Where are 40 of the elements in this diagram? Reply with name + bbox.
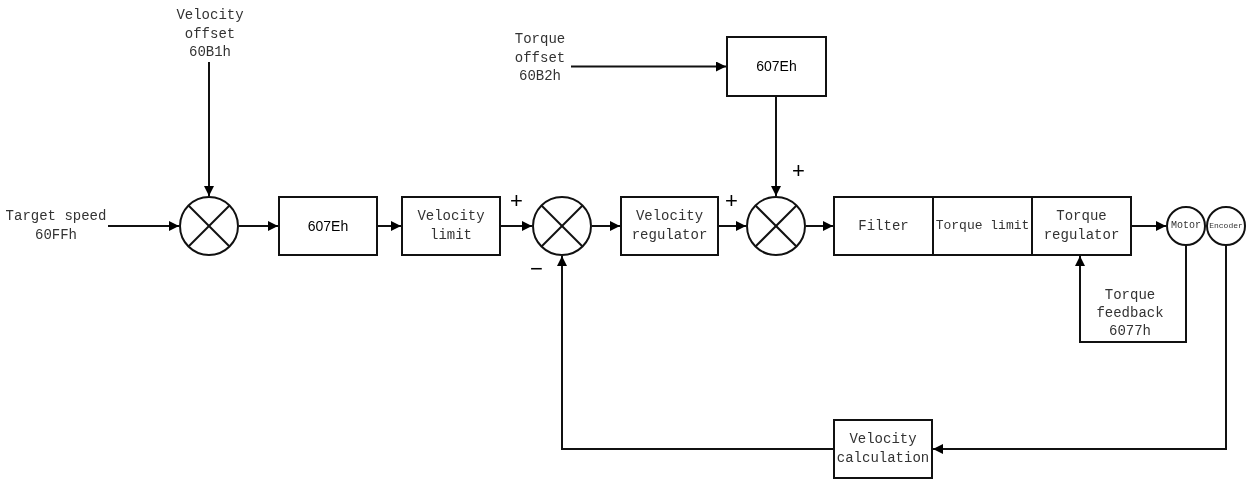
block-box (726, 36, 827, 97)
block-box (833, 419, 933, 479)
block-box (620, 196, 719, 256)
block-label: Encoder (1209, 220, 1243, 232)
arrow (932, 245, 1227, 454)
block-box (1031, 196, 1132, 256)
block-box (932, 196, 1033, 256)
block-label: Velocity limit (416, 207, 486, 245)
block-label: Motor (1171, 219, 1201, 233)
arrow (557, 255, 834, 450)
edge-label: Torque feedback 6077h (1095, 286, 1165, 341)
signal-label: Torque offset 60B2h (513, 29, 567, 87)
block-label: Torque limit (935, 217, 1030, 235)
block-label: 607Eh (307, 216, 349, 236)
block-label: 607Eh (756, 57, 797, 76)
arrow (570, 61, 727, 72)
arrow (805, 221, 834, 231)
arrow (107, 221, 180, 231)
arrow (238, 221, 279, 231)
sign-label: + (725, 190, 738, 212)
sign-label: − (530, 258, 543, 280)
block-label: Torque regulator (1042, 207, 1121, 245)
block-box (833, 196, 934, 256)
sign-label: + (510, 190, 523, 212)
arrow (718, 221, 747, 231)
arrow (1131, 221, 1167, 231)
arrow (500, 221, 533, 231)
signal-label: Target speed 60FFh (4, 207, 108, 245)
arrow (591, 221, 621, 231)
arrow (771, 96, 781, 197)
block-box (401, 196, 501, 256)
block-label: Velocity calculation (835, 430, 931, 468)
block-box (278, 196, 378, 256)
arrow (377, 221, 402, 231)
signal-label: Velocity offset 60B1h (175, 5, 245, 63)
block-label: Velocity regulator (630, 207, 709, 245)
arrow (1075, 245, 1187, 343)
sign-label: + (792, 160, 805, 182)
arrow (204, 61, 214, 197)
block-label: Filter (858, 216, 909, 236)
